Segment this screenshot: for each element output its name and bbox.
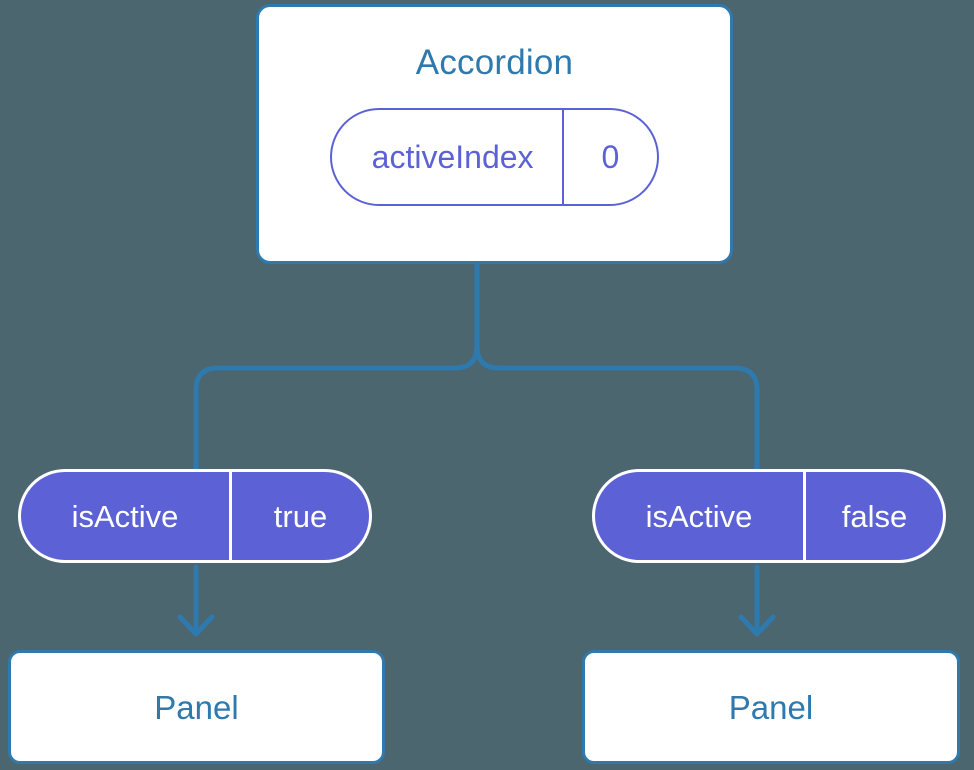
- accordion-node-title: Accordion: [415, 43, 574, 82]
- state-badge-key: activeIndex: [332, 110, 564, 204]
- panel-node-left[interactable]: Panel: [8, 650, 385, 764]
- prop-badge-value: false: [841, 498, 908, 534]
- tree-branch-connector-right: [474, 343, 760, 472]
- tree-branch-connector: [193, 261, 480, 472]
- prop-badge-key: isActive: [21, 472, 232, 560]
- prop-badge-is-active-true[interactable]: isActive true: [18, 469, 372, 563]
- panel-node-title: Panel: [154, 688, 239, 726]
- accordion-root-node[interactable]: Accordion activeIndex 0: [256, 4, 733, 264]
- prop-badge-is-active-false[interactable]: isActive false: [592, 469, 946, 563]
- panel-node-title: Panel: [728, 688, 814, 726]
- state-badge-value: 0: [601, 139, 620, 175]
- state-badge-active-index[interactable]: activeIndex 0: [329, 108, 660, 206]
- arrow-down-icon-right: [738, 564, 776, 637]
- prop-badge-key: isActive: [595, 472, 806, 560]
- panel-node-right[interactable]: Panel: [582, 650, 960, 764]
- prop-badge-value: true: [273, 498, 328, 534]
- arrow-down-icon-left: [177, 564, 215, 637]
